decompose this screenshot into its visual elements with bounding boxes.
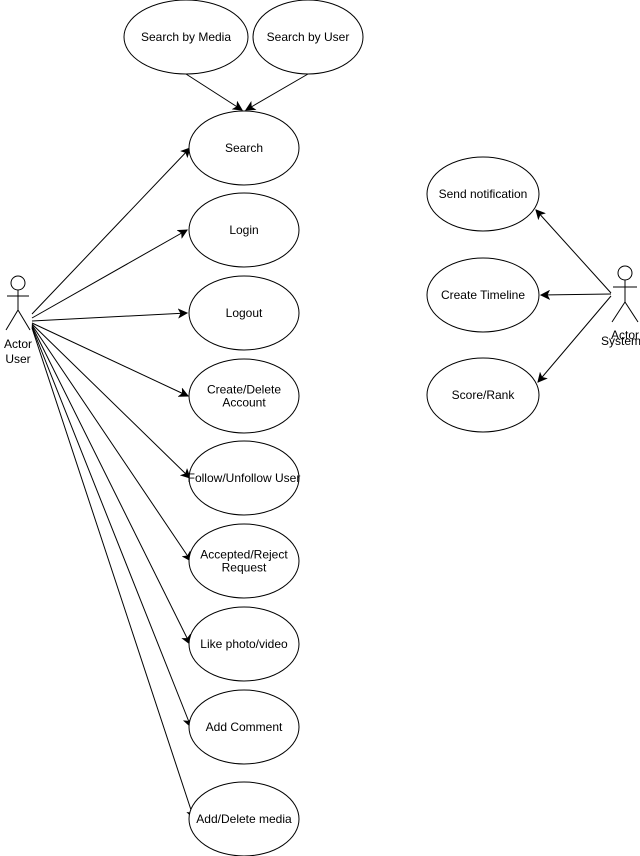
- use-case-label: Search by Media: [141, 30, 231, 44]
- use-case-ellipse: [188, 781, 300, 856]
- use-case-label: Search by User: [267, 30, 350, 44]
- use-case-ellipse: [188, 606, 300, 682]
- use-case-ellipse: [188, 440, 300, 516]
- stick-figure-icon: [611, 265, 639, 323]
- use-case-ellipse: [188, 110, 300, 186]
- use-case-label: Send notification: [439, 187, 528, 201]
- use-case-search-by-user[interactable]: Search by User: [252, 0, 364, 75]
- association-user-to-add-comment: [31, 326, 191, 727]
- use-case-ellipse: [426, 257, 540, 333]
- use-case-send-notification[interactable]: Send notification: [426, 156, 540, 232]
- use-case-ellipse: [188, 358, 300, 434]
- use-case-label: Follow/Unfollow User: [188, 471, 301, 485]
- use-case-label: Create/Delete: [207, 383, 281, 397]
- association-system-to-score-rank: [538, 295, 612, 382]
- use-case-ellipse: [188, 689, 300, 765]
- use-case-like-photo-video[interactable]: Like photo/video: [188, 606, 300, 682]
- use-case-label: Add Comment: [206, 720, 283, 734]
- stick-figure-icon: [5, 275, 31, 331]
- use-case-label: Account: [222, 396, 266, 410]
- use-case-create-timeline[interactable]: Create Timeline: [426, 257, 540, 333]
- association-system-to-send-notification: [536, 210, 612, 294]
- association-lines: [31, 73, 612, 819]
- use-case-label: Login: [229, 223, 258, 237]
- use-case-label: Add/Delete media: [196, 812, 292, 826]
- use-case-ellipse: [426, 156, 540, 232]
- use-case-ellipse: [188, 192, 300, 268]
- use-case-add-delete-media[interactable]: Add/Delete media: [188, 781, 300, 856]
- association-user-to-login: [31, 230, 187, 319]
- association-search-by-media-to-search: [185, 73, 242, 110]
- use-case-label: Like photo/video: [200, 637, 288, 651]
- actor-system[interactable]: Actor System: [601, 265, 640, 348]
- use-case-add-comment[interactable]: Add Comment: [188, 689, 300, 765]
- actor-system-name: System: [601, 334, 640, 348]
- use-case-label: Score/Rank: [452, 388, 516, 402]
- association-user-to-create-delete-account: [31, 322, 188, 396]
- use-case-label: Search: [225, 141, 263, 155]
- association-user-to-like-photo-video: [31, 325, 190, 644]
- association-user-to-logout: [31, 313, 187, 322]
- actor-user-name: User: [5, 352, 30, 366]
- use-case-score-rank[interactable]: Score/Rank: [426, 357, 540, 433]
- use-case-ellipse: [123, 0, 249, 75]
- use-case-label: Create Timeline: [441, 288, 525, 302]
- actor-system-role: Actor: [611, 328, 639, 342]
- use-case-ellipse: [188, 523, 300, 599]
- association-user-to-accept-reject-request: [31, 324, 191, 561]
- use-case-search-by-media[interactable]: Search by Media: [123, 0, 249, 75]
- association-system-to-create-timeline: [541, 294, 612, 295]
- association-user-to-follow-unfollow-user: [31, 323, 190, 478]
- actor-user-role: Actor: [4, 337, 32, 351]
- actor-user[interactable]: Actor User: [4, 275, 32, 366]
- use-case-label: Logout: [226, 306, 263, 320]
- use-case-search[interactable]: Search: [188, 110, 300, 186]
- use-case-logout[interactable]: Logout: [188, 275, 300, 351]
- use-case-ellipse: [252, 0, 364, 75]
- use-case-ellipse: [188, 275, 300, 351]
- use-case-login[interactable]: Login: [188, 192, 300, 268]
- use-case-follow-unfollow-user[interactable]: Follow/Unfollow User: [188, 440, 301, 516]
- use-case-label: Request: [222, 561, 267, 575]
- use-case-ellipse: [426, 357, 540, 433]
- association-search-by-user-to-search: [246, 73, 309, 110]
- use-case-label: Accepted/Reject: [200, 548, 288, 562]
- association-user-to-search: [31, 148, 190, 315]
- association-user-to-add-delete-media: [31, 327, 194, 819]
